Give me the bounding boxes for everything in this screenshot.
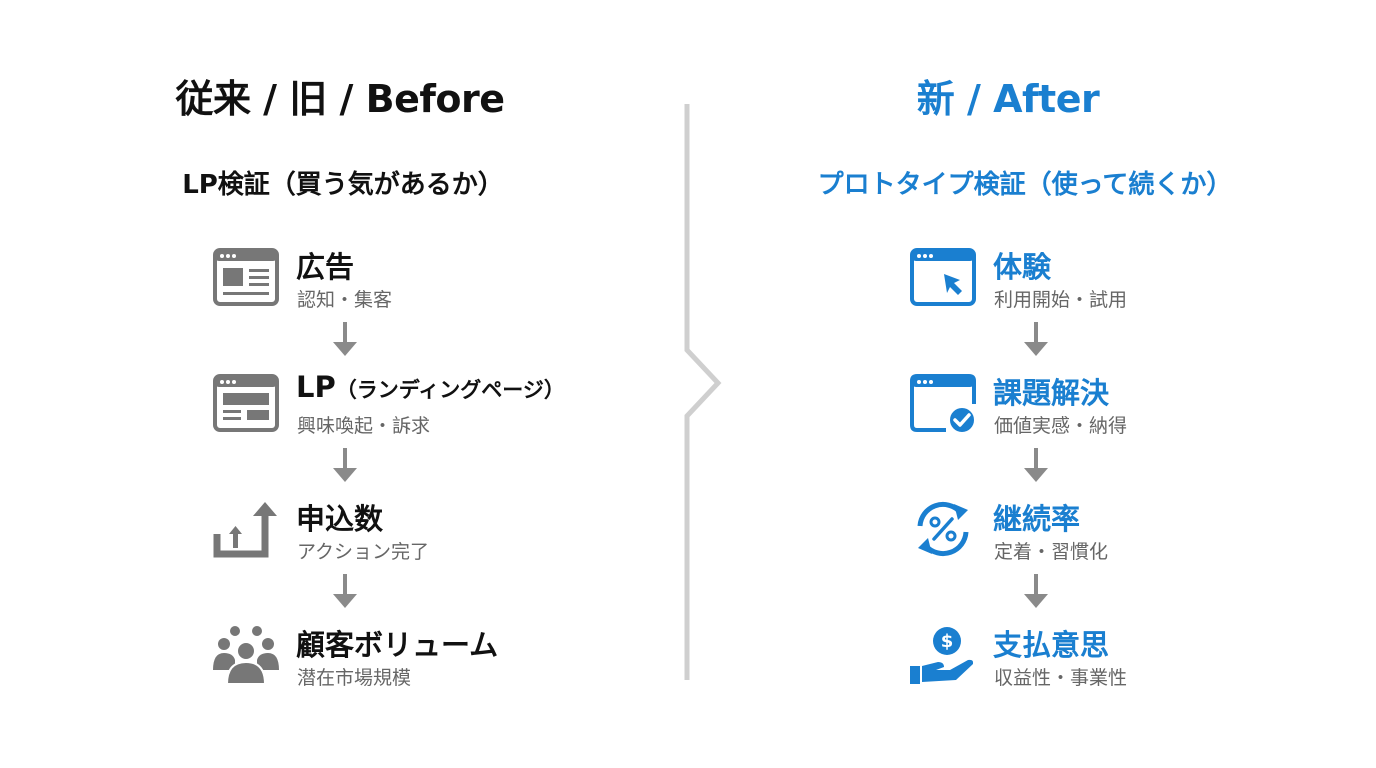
people-group-icon — [213, 626, 279, 684]
after-title: 新 / After — [916, 77, 1100, 121]
arrow-down-icon — [1024, 322, 1048, 356]
upload-growth-arrow-icon — [213, 502, 277, 558]
step-label: LP（ランディングページ） — [296, 370, 565, 404]
arrow-down-icon — [1024, 574, 1048, 608]
step-label: 課題解決 — [993, 376, 1110, 410]
step-desc: 利用開始・試用 — [994, 289, 1128, 311]
percent-cycle-icon — [917, 501, 969, 557]
step-desc: 定着・習慣化 — [994, 541, 1109, 563]
step-label: 申込数 — [296, 502, 384, 536]
step-desc: 認知・集客 — [297, 289, 393, 311]
browser-check-icon — [910, 374, 976, 432]
hand-dollar-coin-icon: $ — [910, 627, 974, 684]
ad-browser-icon — [213, 248, 279, 306]
step-label: 継続率 — [993, 502, 1081, 536]
step-desc: 価値実感・納得 — [994, 415, 1128, 437]
arrow-down-icon — [1024, 448, 1048, 482]
step-desc: 潜在市場規模 — [297, 667, 412, 689]
step-label: 体験 — [993, 250, 1052, 284]
step-label: 支払意思 — [993, 628, 1110, 662]
step-label: 顧客ボリューム — [296, 628, 499, 662]
step-desc: 興味喚起・訴求 — [297, 415, 431, 437]
arrow-down-icon — [333, 448, 357, 482]
step-desc: 収益性・事業性 — [994, 667, 1128, 689]
before-subtitle: LP検証（買う気があるか） — [182, 170, 504, 200]
after-subtitle: プロトタイプ検証（使って続くか） — [817, 170, 1233, 200]
svg-text:$: $ — [941, 631, 954, 652]
step-desc: アクション完了 — [297, 541, 430, 563]
arrow-down-icon — [333, 322, 357, 356]
step-label: 広告 — [296, 250, 355, 284]
browser-cursor-icon — [910, 248, 976, 306]
before-title: 従来 / 旧 / Before — [175, 77, 505, 121]
arrow-down-icon — [333, 574, 357, 608]
landing-page-browser-icon — [213, 374, 279, 432]
